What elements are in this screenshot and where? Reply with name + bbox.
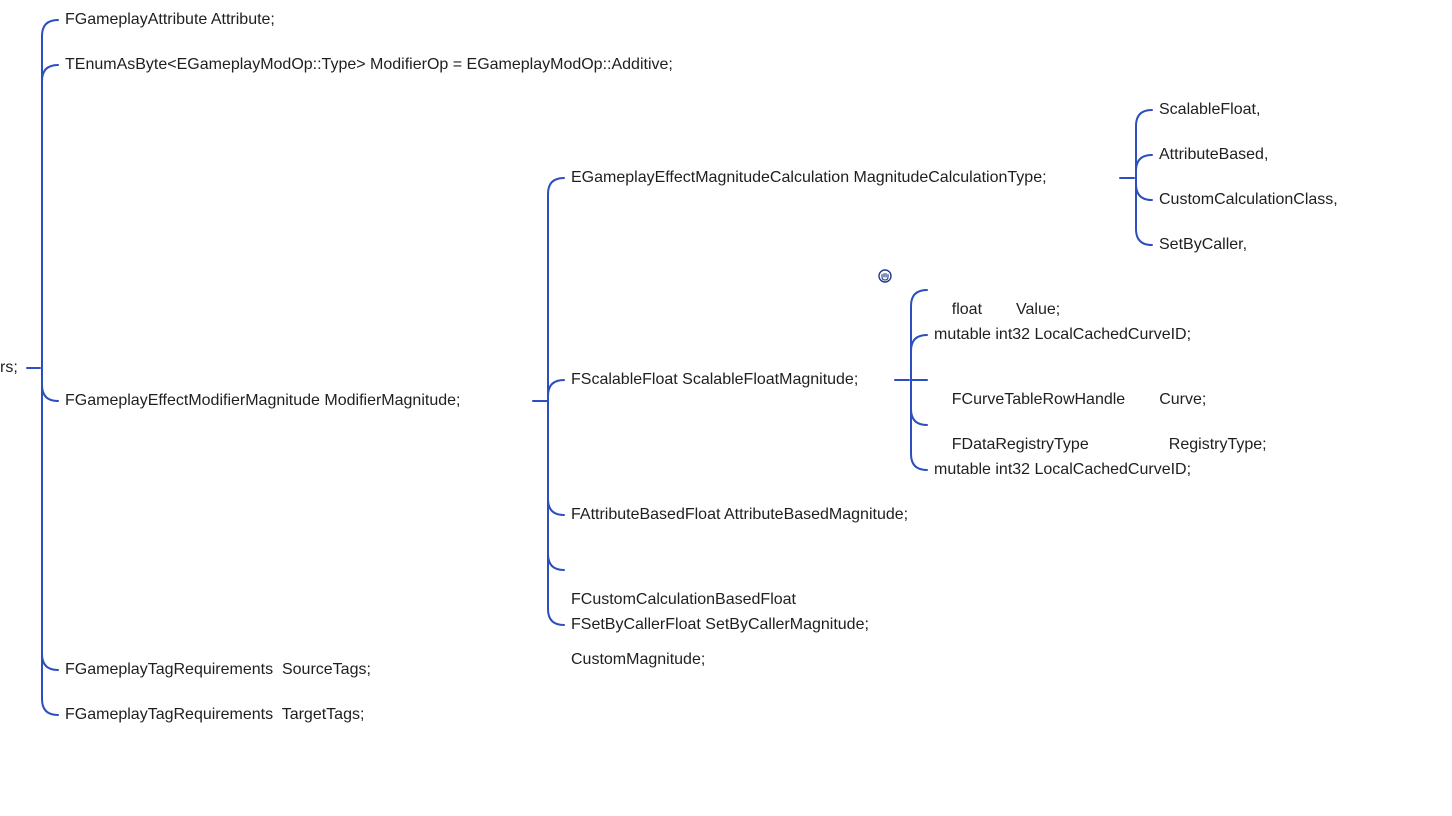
node-magnitude-calculation-type[interactable]: EGameplayEffectMagnitudeCalculation Magn… <box>571 169 1047 186</box>
node-scalable-float-magnitude[interactable]: FScalableFloat ScalableFloatMagnitude; <box>571 371 859 388</box>
field-curve-name: Curve; <box>1159 391 1207 408</box>
field-value-name: Value; <box>1016 301 1061 318</box>
node-field-registry-type[interactable]: FDataRegistryType RegistryType; <box>934 415 1267 475</box>
scalable-tick-cachedid <box>910 334 928 352</box>
calctype-tick-attributebased <box>1135 154 1153 172</box>
field-registry-type: FDataRegistryType <box>951 436 1089 453</box>
node-calc-scalable-float[interactable]: ScalableFloat, <box>1159 101 1261 118</box>
node-attribute-based-magnitude[interactable]: FAttributeBasedFloat AttributeBasedMagni… <box>571 506 909 523</box>
level1-tick-sourcetags <box>41 653 59 671</box>
node-calc-custom-class[interactable]: CustomCalculationClass, <box>1159 191 1338 208</box>
node-field-cached-curve-id-1[interactable]: mutable int32 LocalCachedCurveID; <box>934 326 1192 343</box>
level1-tick-magnitude <box>41 384 59 402</box>
node-field-value[interactable]: float Value; <box>934 280 1060 340</box>
node-custom-magnitude-line2: CustomMagnitude; <box>571 651 706 668</box>
level1-tick-modifierop <box>41 64 59 82</box>
magnitude-bracket <box>547 177 565 626</box>
node-custom-magnitude-line1: FCustomCalculationBasedFloat <box>571 591 796 608</box>
node-modifier-magnitude[interactable]: FGameplayEffectModifierMagnitude Modifie… <box>65 392 461 409</box>
calctype-tick-custom <box>1135 183 1153 201</box>
node-modifier-op[interactable]: TEnumAsByte<EGameplayModOp::Type> Modifi… <box>65 56 673 73</box>
node-calc-set-by-caller[interactable]: SetByCaller, <box>1159 236 1248 253</box>
field-registry-name: RegistryType; <box>1168 436 1267 453</box>
node-field-cached-curve-id-2[interactable]: mutable int32 LocalCachedCurveID; <box>934 461 1192 478</box>
node-calc-attribute-based[interactable]: AttributeBased, <box>1159 146 1269 163</box>
magnitude-tick-custom <box>547 553 565 571</box>
hand-grab-cursor-icon <box>878 269 892 283</box>
calctype-bracket <box>1135 109 1153 246</box>
magnitude-tick-scalable <box>547 379 565 397</box>
field-value-type: float <box>951 301 983 318</box>
node-custom-magnitude[interactable]: FCustomCalculationBasedFloat CustomMagni… <box>571 550 796 710</box>
node-setbycaller-magnitude[interactable]: FSetByCallerFloat SetByCallerMagnitude; <box>571 616 869 633</box>
scalable-tick-registry <box>910 408 928 426</box>
field-curve-type: FCurveTableRowHandle <box>951 391 1126 408</box>
level1-bracket <box>41 19 59 716</box>
root-node-label[interactable]: rs; <box>0 359 18 376</box>
node-attribute[interactable]: FGameplayAttribute Attribute; <box>65 11 275 28</box>
node-target-tags[interactable]: FGameplayTagRequirements TargetTags; <box>65 706 365 723</box>
node-field-curve[interactable]: FCurveTableRowHandle Curve; <box>934 370 1207 430</box>
magnitude-tick-attribute <box>547 498 565 516</box>
node-source-tags[interactable]: FGameplayTagRequirements SourceTags; <box>65 661 371 678</box>
